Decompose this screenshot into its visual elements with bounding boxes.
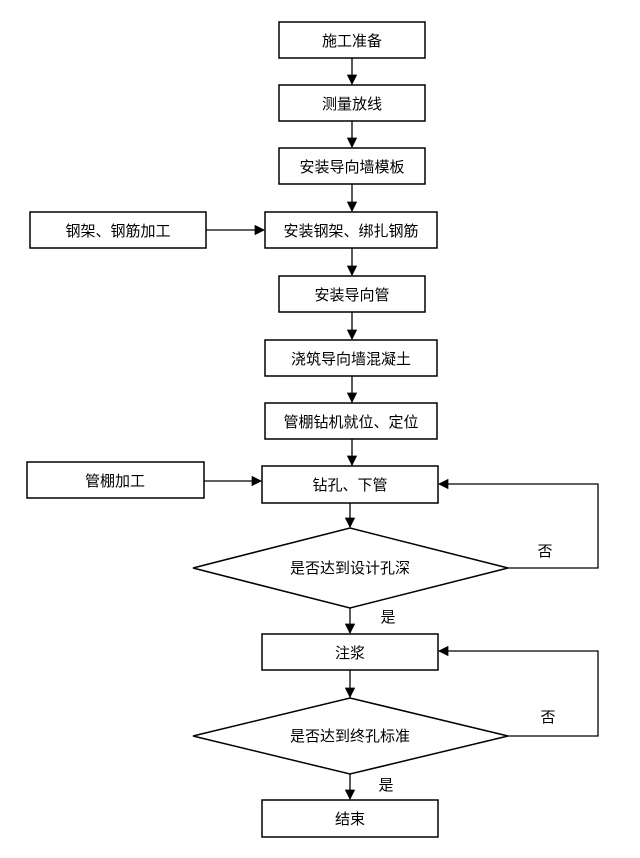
node-end: 结束 (261, 799, 439, 838)
node-pour-label: 浇筑导向墙混凝土 (291, 350, 411, 368)
node-pour: 浇筑导向墙混凝土 (264, 339, 438, 377)
node-rig-position-label: 管棚钻机就位、定位 (283, 413, 418, 431)
node-steel-process-label: 钢架、钢筋加工 (65, 222, 170, 240)
node-drill: 钻孔、下管 (261, 465, 439, 504)
node-pipe-process: 管棚加工 (26, 461, 205, 499)
node-survey-label: 测量放线 (322, 95, 382, 113)
node-guide-pipe: 安装导向管 (278, 275, 426, 313)
loop-grout-no (437, 645, 599, 737)
node-guide-pipe-label: 安装导向管 (314, 286, 389, 304)
edge-label-depth-yes: 是 (380, 608, 395, 626)
edge-label-grout-yes: 是 (378, 776, 393, 794)
node-steel-process: 钢架、钢筋加工 (29, 211, 207, 249)
node-pipe-process-label: 管棚加工 (85, 472, 145, 490)
node-formwork-label: 安装导向墙模板 (299, 158, 404, 176)
node-grout: 注浆 (261, 633, 439, 671)
loop-depth-no (437, 478, 599, 569)
node-steel-install-label: 安装钢架、绑扎钢筋 (283, 222, 418, 240)
edge-label-depth-no: 否 (537, 542, 552, 560)
decision-depth-label: 是否达到设计孔深 (290, 559, 410, 577)
edge-label-grout-no: 否 (540, 708, 555, 726)
node-steel-install: 安装钢架、绑扎钢筋 (264, 211, 438, 249)
node-survey: 测量放线 (278, 84, 426, 122)
decision-depth: 是否达到设计孔深 (192, 527, 509, 609)
node-end-label: 结束 (335, 810, 365, 828)
node-prep: 施工准备 (278, 21, 426, 59)
decision-grout: 是否达到终孔标准 (192, 697, 509, 775)
node-prep-label: 施工准备 (322, 32, 382, 50)
node-rig-position: 管棚钻机就位、定位 (264, 402, 438, 440)
node-grout-label: 注浆 (335, 644, 365, 662)
node-drill-label: 钻孔、下管 (312, 476, 387, 494)
decision-grout-label: 是否达到终孔标准 (290, 727, 410, 745)
node-formwork: 安装导向墙模板 (278, 147, 426, 185)
